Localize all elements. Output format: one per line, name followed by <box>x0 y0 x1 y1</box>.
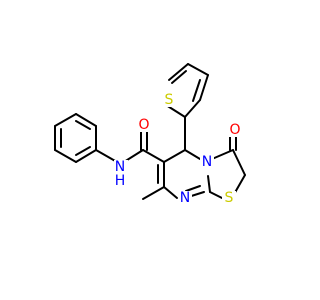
sulfur-label-thiazole: S <box>225 190 234 206</box>
oxygen-label-amide: O <box>138 117 149 133</box>
bond <box>54 113 77 127</box>
bond <box>207 175 211 193</box>
phenyl-ring <box>54 113 97 163</box>
bond <box>75 146 91 156</box>
bond <box>199 74 209 101</box>
oxygen-label-thiazolone: O <box>229 122 240 138</box>
bond <box>142 149 165 163</box>
bond <box>209 191 223 199</box>
thiazolone-ring <box>209 135 246 199</box>
bond <box>211 149 234 160</box>
bond <box>75 120 91 130</box>
bond <box>171 70 187 84</box>
bond <box>95 149 118 163</box>
hydrogen-label-amide: H <box>115 173 126 189</box>
bond <box>163 186 178 199</box>
atom-labels: O O N H N N S S <box>113 92 241 206</box>
bond <box>75 113 97 127</box>
bond <box>187 63 209 76</box>
sulfur-label-thiophene: S <box>165 92 174 108</box>
bond <box>184 99 201 118</box>
nitrogen-label-amide: N <box>115 159 125 175</box>
bond <box>168 63 189 81</box>
bond <box>54 149 77 163</box>
bond <box>192 79 201 102</box>
bond <box>75 149 97 163</box>
nitrogen-label-junction: N <box>202 154 212 170</box>
nitrogen-label-imine: N <box>180 190 190 206</box>
bond <box>163 149 186 163</box>
bond <box>184 149 201 160</box>
amide-group <box>95 131 165 163</box>
bond <box>185 185 201 192</box>
chemical-structure: O O N H N N S S <box>54 63 246 206</box>
methyl-bond <box>142 186 165 200</box>
bond <box>232 149 246 176</box>
